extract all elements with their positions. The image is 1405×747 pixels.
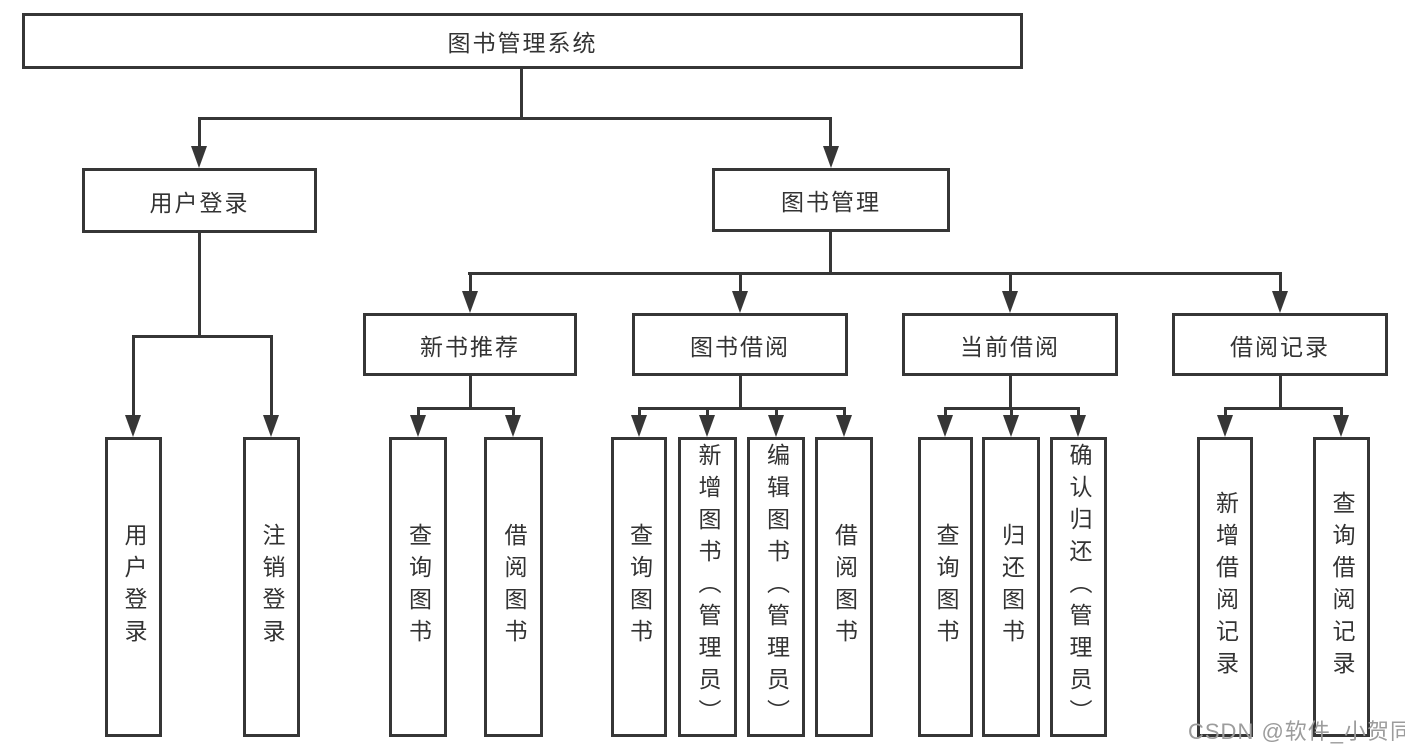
node-user-login-label: 用户登录 <box>149 189 250 216</box>
leaf-borrow-books: 借阅图书 <box>815 437 873 737</box>
arrow-down-icon <box>191 146 207 168</box>
arrow-down-icon <box>263 415 279 437</box>
node-root: 图书管理系统 <box>22 13 1023 69</box>
arrow-down-icon <box>631 415 647 437</box>
node-current-borrow: 当前借阅 <box>902 313 1118 376</box>
arrow-down-icon <box>732 291 748 313</box>
connector-line <box>1279 376 1282 410</box>
arrow-down-icon <box>505 415 521 437</box>
connector-line <box>829 117 832 149</box>
leaf-add-borrow-record-label: 新增借阅记录 <box>1212 491 1239 683</box>
node-borrow-records: 借阅记录 <box>1172 313 1388 376</box>
connector-line <box>1224 407 1343 410</box>
arrow-down-icon <box>125 415 141 437</box>
connector-line <box>739 376 742 410</box>
connector-line <box>739 272 742 293</box>
leaf-user-login-label: 用户登录 <box>121 523 147 651</box>
node-borrow-records-label: 借阅记录 <box>1230 333 1330 360</box>
connector-line <box>132 335 273 338</box>
node-current-borrow-label: 当前借阅 <box>960 333 1060 360</box>
leaf-recommend-query-books-label: 查询图书 <box>405 523 432 651</box>
arrow-down-icon <box>699 415 715 437</box>
leaf-query-borrow-record: 查询借阅记录 <box>1313 437 1370 737</box>
connector-line <box>520 66 523 120</box>
leaf-user-login: 用户登录 <box>105 437 162 737</box>
arrow-down-icon <box>1002 291 1018 313</box>
connector-line <box>1224 407 1227 419</box>
connector-line <box>198 117 201 149</box>
connector-line <box>638 407 846 410</box>
connector-line <box>1279 272 1282 293</box>
node-book-management-label: 图书管理 <box>781 189 881 215</box>
connector-line <box>512 407 515 419</box>
leaf-logout-label: 注销登录 <box>259 523 285 651</box>
arrow-down-icon <box>462 291 478 313</box>
connector-line <box>417 407 420 419</box>
arrow-down-icon <box>1333 415 1349 437</box>
leaf-confirm-return-admin-label: 确认归还（管理员） <box>1066 443 1092 731</box>
arrow-down-icon <box>1272 291 1288 313</box>
connector-line <box>417 407 515 410</box>
connector-line <box>270 335 273 417</box>
arrow-down-icon <box>836 415 852 437</box>
leaf-recommend-borrow-books: 借阅图书 <box>484 437 543 737</box>
leaf-current-query-books-label: 查询图书 <box>933 523 959 651</box>
connector-line <box>469 272 472 293</box>
connector-line <box>775 407 778 419</box>
leaf-borrow-books-label: 借阅图书 <box>831 523 858 651</box>
node-book-borrow: 图书借阅 <box>632 313 848 376</box>
leaf-edit-books-admin-label: 编辑图书（管理员） <box>763 443 790 731</box>
arrow-down-icon <box>1003 415 1019 437</box>
leaf-borrow-query-books: 查询图书 <box>611 437 667 737</box>
arrow-down-icon <box>937 415 953 437</box>
leaf-borrow-query-books-label: 查询图书 <box>626 523 653 651</box>
leaf-add-borrow-record: 新增借阅记录 <box>1197 437 1253 737</box>
node-root-label: 图书管理系统 <box>447 30 598 56</box>
node-new-book-recommend-label: 新书推荐 <box>420 333 520 360</box>
leaf-recommend-borrow-books-label: 借阅图书 <box>501 523 527 651</box>
arrow-down-icon <box>823 146 839 168</box>
leaf-query-borrow-record-label: 查询借阅记录 <box>1329 491 1355 683</box>
leaf-add-books-admin: 新增图书（管理员） <box>678 437 737 737</box>
connector-line <box>1009 376 1012 410</box>
arrow-down-icon <box>1217 415 1233 437</box>
connector-line <box>198 117 832 120</box>
leaf-current-query-books: 查询图书 <box>918 437 973 737</box>
connector-line <box>638 407 641 419</box>
connector-line <box>829 232 832 275</box>
connector-line <box>1077 407 1080 419</box>
node-book-borrow-label: 图书借阅 <box>690 333 790 360</box>
connector-line <box>1009 272 1012 293</box>
arrow-down-icon <box>768 415 784 437</box>
leaf-recommend-query-books: 查询图书 <box>389 437 447 737</box>
leaf-return-books-label: 归还图书 <box>998 523 1025 651</box>
leaf-confirm-return-admin: 确认归还（管理员） <box>1050 437 1107 737</box>
connector-line <box>132 335 135 417</box>
leaf-return-books: 归还图书 <box>982 437 1040 737</box>
node-book-management: 图书管理 <box>712 168 950 232</box>
connector-line <box>1010 407 1013 419</box>
node-user-login: 用户登录 <box>82 168 317 233</box>
connector-line <box>469 376 472 410</box>
connector-line <box>198 233 201 335</box>
node-new-book-recommend: 新书推荐 <box>363 313 577 376</box>
connector-line <box>843 407 846 419</box>
connector-line <box>1340 407 1343 419</box>
watermark-text: CSDN @软件_小贺同学 <box>1188 719 1405 744</box>
connector-line <box>468 272 1282 275</box>
arrow-down-icon <box>1070 415 1086 437</box>
connector-line <box>944 407 947 419</box>
leaf-logout: 注销登录 <box>243 437 300 737</box>
leaf-add-books-admin-label: 新增图书（管理员） <box>695 443 721 731</box>
leaf-edit-books-admin: 编辑图书（管理员） <box>747 437 805 737</box>
arrow-down-icon <box>410 415 426 437</box>
connector-line <box>706 407 709 419</box>
